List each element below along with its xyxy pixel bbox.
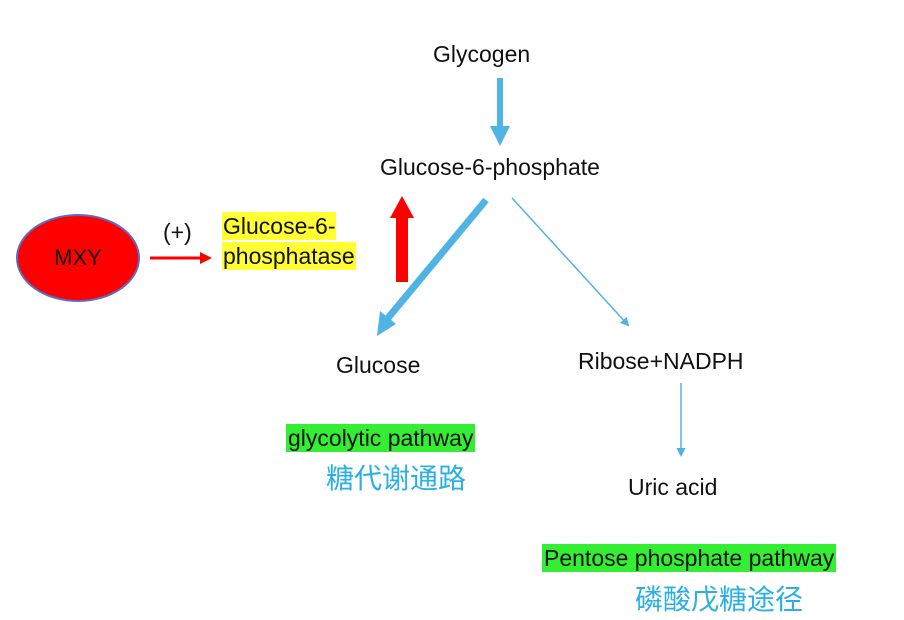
node-glucose-6-phosphate: Glucose-6-phosphate	[380, 154, 600, 180]
g6p-to-glucose-arrow	[377, 197, 489, 336]
node-glycogen: Glycogen	[433, 41, 531, 67]
drug-mxy-label: MXY	[54, 245, 102, 270]
g6p-to-ribose-arrow	[511, 197, 630, 327]
enzyme-increase-arrow	[390, 196, 414, 282]
pentose-pathway-label: Pentose phosphate pathway	[542, 544, 837, 572]
node-ribose-nadph: Ribose+NADPH	[578, 348, 744, 374]
mxy-activation-arrow	[150, 252, 212, 264]
enzyme-label-line2: phosphatase	[222, 242, 356, 270]
enzyme-label: Glucose-6- phosphatase	[222, 212, 356, 270]
pentose-pathway-chinese: 磷酸戊糖途径	[635, 583, 804, 616]
node-glucose: Glucose	[336, 352, 421, 378]
drug-mxy-oval: MXY	[16, 214, 140, 302]
activation-sign: (+)	[163, 219, 192, 245]
glycogen-to-g6p-arrow	[490, 78, 510, 146]
glycolytic-pathway-chinese: 糖代谢通路	[326, 462, 467, 495]
enzyme-label-line1: Glucose-6-	[222, 212, 337, 240]
glycolytic-pathway-label: glycolytic pathway	[286, 424, 476, 452]
node-uric-acid: Uric acid	[628, 474, 718, 500]
